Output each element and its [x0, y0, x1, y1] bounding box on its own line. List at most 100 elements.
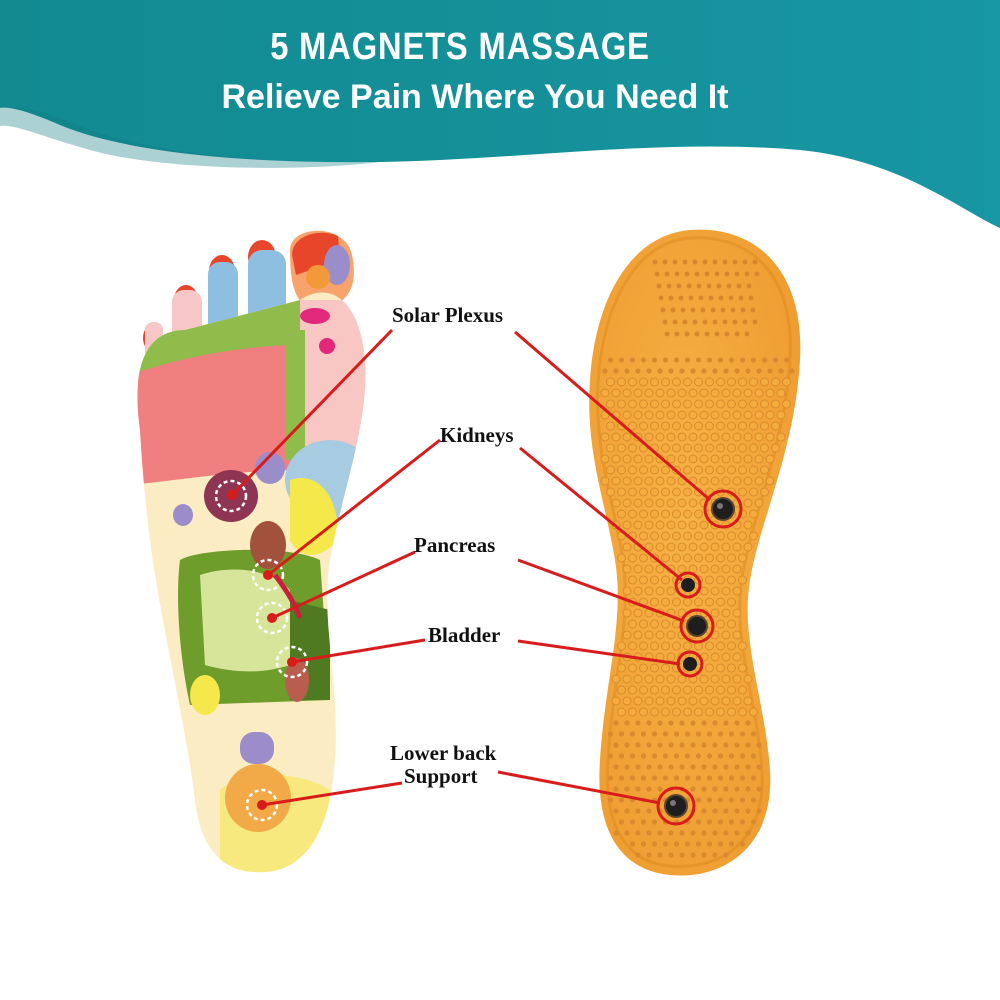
massage-node [732, 542, 742, 552]
foot-map [137, 230, 366, 873]
massage-node [622, 696, 632, 706]
massage-node [750, 797, 757, 803]
massage-node [666, 520, 676, 530]
massage-node [728, 295, 734, 301]
massage-node [695, 753, 702, 759]
massage-node [742, 259, 748, 265]
massage-node [650, 597, 659, 607]
massage-node [622, 388, 632, 398]
line-bladder-right [517, 639, 681, 666]
massage-node [661, 399, 670, 409]
massage-node [672, 641, 681, 651]
massage-node [739, 753, 746, 759]
massage-node [727, 619, 736, 629]
massage-node [635, 786, 641, 792]
massage-node [710, 432, 720, 442]
magnet-lower-back [656, 786, 696, 826]
massage-node [624, 786, 630, 792]
massage-node [657, 852, 663, 858]
massage-node [701, 852, 707, 858]
massage-node [750, 357, 757, 363]
massage-node [666, 652, 676, 662]
massage-node [712, 368, 718, 374]
massage-node [672, 377, 681, 387]
massage-node [692, 259, 698, 265]
massage-node [694, 271, 700, 277]
massage-node [694, 685, 703, 695]
massage-node [716, 443, 725, 453]
massage-node [668, 764, 674, 770]
massage-node [712, 830, 718, 836]
massage-node [646, 786, 652, 792]
massage-node [666, 498, 676, 508]
massage-node [655, 564, 665, 574]
massage-node [644, 696, 654, 706]
massage-node [743, 388, 753, 398]
massage-node [727, 575, 736, 585]
massage-node [699, 520, 709, 530]
magnetic-insole [589, 229, 801, 876]
massage-node [628, 509, 637, 519]
massage-node [668, 830, 674, 836]
massage-node [712, 808, 718, 814]
massage-node [695, 731, 702, 737]
massage-node [738, 377, 747, 387]
massage-node [701, 808, 707, 814]
massage-node [694, 509, 703, 519]
massage-node [650, 531, 659, 541]
massage-node [745, 830, 751, 836]
massage-node [607, 775, 614, 781]
massage-node [666, 674, 676, 684]
massage-node [628, 487, 637, 497]
massage-node [694, 331, 700, 337]
massage-node [650, 663, 659, 673]
massage-node [745, 808, 751, 814]
massage-node [655, 542, 665, 552]
massage-node [674, 271, 680, 277]
massage-node [750, 819, 757, 825]
massage-node [661, 619, 670, 629]
massage-node [705, 575, 714, 585]
massage-node [717, 731, 724, 737]
massage-node [646, 368, 652, 374]
massage-node [723, 742, 729, 748]
massage-node [606, 465, 615, 475]
massage-node [728, 841, 735, 847]
massage-node [613, 720, 619, 726]
massage-node [657, 764, 663, 770]
massage-node [633, 564, 643, 574]
massage-node [724, 331, 730, 337]
massage-node [618, 731, 625, 737]
massage-node [679, 852, 685, 858]
massage-node [683, 421, 692, 431]
massage-node [628, 619, 637, 629]
massage-node [750, 753, 757, 759]
massage-node [613, 764, 619, 770]
label-solar-plexus: Solar Plexus [392, 303, 504, 327]
massage-node [721, 388, 731, 398]
massage-node [690, 786, 696, 792]
massage-node [650, 641, 659, 651]
massage-node [721, 652, 731, 662]
massage-node [639, 487, 648, 497]
massage-node [712, 764, 718, 770]
massage-node [721, 542, 731, 552]
massage-node [739, 357, 746, 363]
massage-node [694, 531, 703, 541]
massage-node [728, 731, 735, 737]
massage-node [727, 641, 736, 651]
massage-node [651, 357, 658, 363]
massage-node [661, 465, 670, 475]
massage-node [650, 619, 659, 629]
massage-node [710, 476, 720, 486]
massage-node [727, 663, 736, 673]
massage-node [749, 377, 758, 387]
massage-node [765, 388, 775, 398]
massage-node [639, 619, 648, 629]
massage-node [639, 399, 648, 409]
massage-node [728, 753, 735, 759]
massage-node [666, 542, 676, 552]
massage-node [738, 531, 747, 541]
massage-node [701, 742, 707, 748]
massage-node [690, 307, 696, 313]
